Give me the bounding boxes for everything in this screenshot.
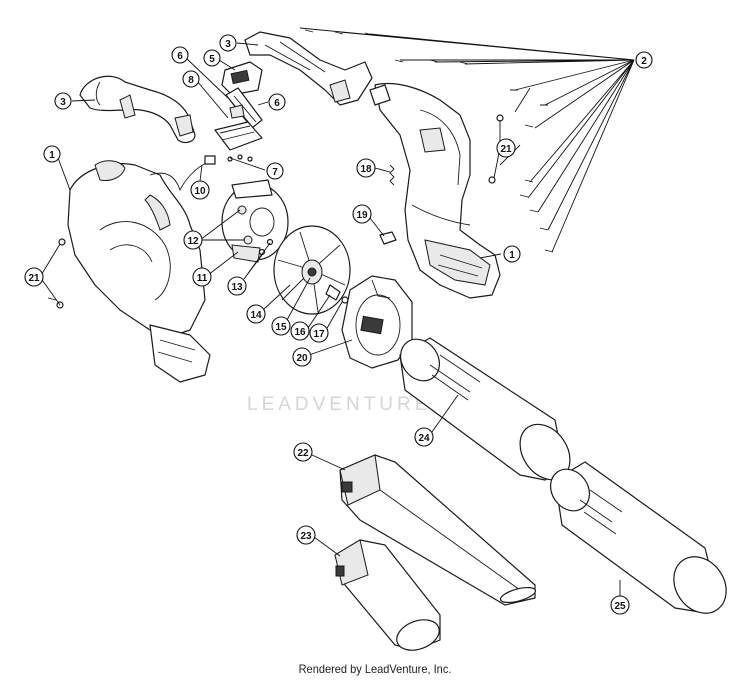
blower-tube-part: [399, 337, 571, 481]
svg-text:8: 8: [188, 75, 194, 86]
left-handle-part: [79, 75, 196, 144]
callout-22: 22: [293, 442, 313, 462]
svg-text:21: 21: [28, 273, 40, 284]
nozzle-collar-part: [341, 275, 413, 369]
leader-lines: [39, 27, 635, 601]
watermark-text: LEADVENTURE: [247, 394, 431, 415]
fan-part: [273, 225, 351, 315]
svg-text:21: 21: [500, 144, 512, 155]
callout-24: 24: [414, 427, 434, 447]
svg-text:6: 6: [274, 98, 280, 109]
svg-text:14: 14: [250, 310, 262, 321]
callout-2: 2: [635, 51, 653, 69]
callout-8: 8: [182, 70, 200, 88]
wide-nozzle-part: [334, 539, 441, 651]
callout-19: 19: [352, 204, 372, 224]
switch-parts: [149, 61, 263, 192]
callout-10: 10: [190, 180, 210, 200]
right-handle-part: [244, 31, 373, 106]
footer-credit: Rendered by LeadVenture, Inc.: [298, 662, 452, 676]
callout-25: 25: [610, 595, 630, 615]
screws-group: [304, 29, 554, 253]
svg-text:5: 5: [209, 54, 215, 65]
callout-23: 23: [296, 525, 316, 545]
svg-text:15: 15: [275, 322, 287, 333]
callout-6-top: 6: [171, 46, 189, 64]
callout-1-left: 1: [43, 145, 61, 163]
callout-1-right: 1: [503, 245, 521, 263]
svg-text:1: 1: [509, 250, 515, 261]
callout-20: 20: [292, 347, 312, 367]
callout-14: 14: [246, 304, 266, 324]
svg-text:3: 3: [225, 39, 231, 50]
svg-text:1: 1: [49, 150, 55, 161]
callout-21-right: 21: [496, 138, 516, 158]
right-housing-part: [369, 82, 501, 299]
svg-text:13: 13: [231, 282, 243, 293]
svg-text:22: 22: [297, 448, 309, 459]
svg-text:18: 18: [360, 164, 372, 175]
callout-7: 7: [266, 162, 284, 180]
callout-15: 15: [271, 316, 291, 336]
callout-5: 5: [203, 49, 221, 67]
callout-3-left: 3: [54, 92, 72, 110]
callout-21-left: 21: [24, 267, 44, 287]
svg-text:3: 3: [60, 97, 66, 108]
svg-text:6: 6: [177, 51, 183, 62]
callout-13: 13: [227, 276, 247, 296]
svg-text:2: 2: [641, 56, 647, 67]
left-screws-group: [47, 238, 66, 309]
svg-text:12: 12: [187, 236, 199, 247]
callout-3-top: 3: [219, 34, 237, 52]
svg-text:7: 7: [272, 167, 278, 178]
svg-text:17: 17: [313, 329, 325, 340]
callout-18: 18: [356, 158, 376, 178]
svg-text:10: 10: [194, 186, 206, 197]
callout-16: 16: [290, 321, 310, 341]
spring-part: [389, 164, 395, 186]
latch-tab-part: [379, 231, 397, 245]
callout-12: 12: [183, 230, 203, 250]
flat-nozzle-part: [339, 454, 537, 606]
callout-11: 11: [192, 267, 212, 287]
svg-text:20: 20: [296, 353, 308, 364]
svg-text:23: 23: [300, 531, 312, 542]
callout-6-right: 6: [268, 93, 286, 111]
left-housing-part: [67, 160, 211, 383]
extension-tube-part: [549, 461, 727, 614]
svg-text:24: 24: [418, 433, 430, 444]
motor-mount-part: [221, 179, 289, 263]
svg-text:19: 19: [356, 210, 368, 221]
callout-17: 17: [309, 323, 329, 343]
svg-text:11: 11: [197, 273, 208, 284]
svg-text:16: 16: [294, 327, 306, 338]
svg-text:25: 25: [614, 601, 626, 612]
